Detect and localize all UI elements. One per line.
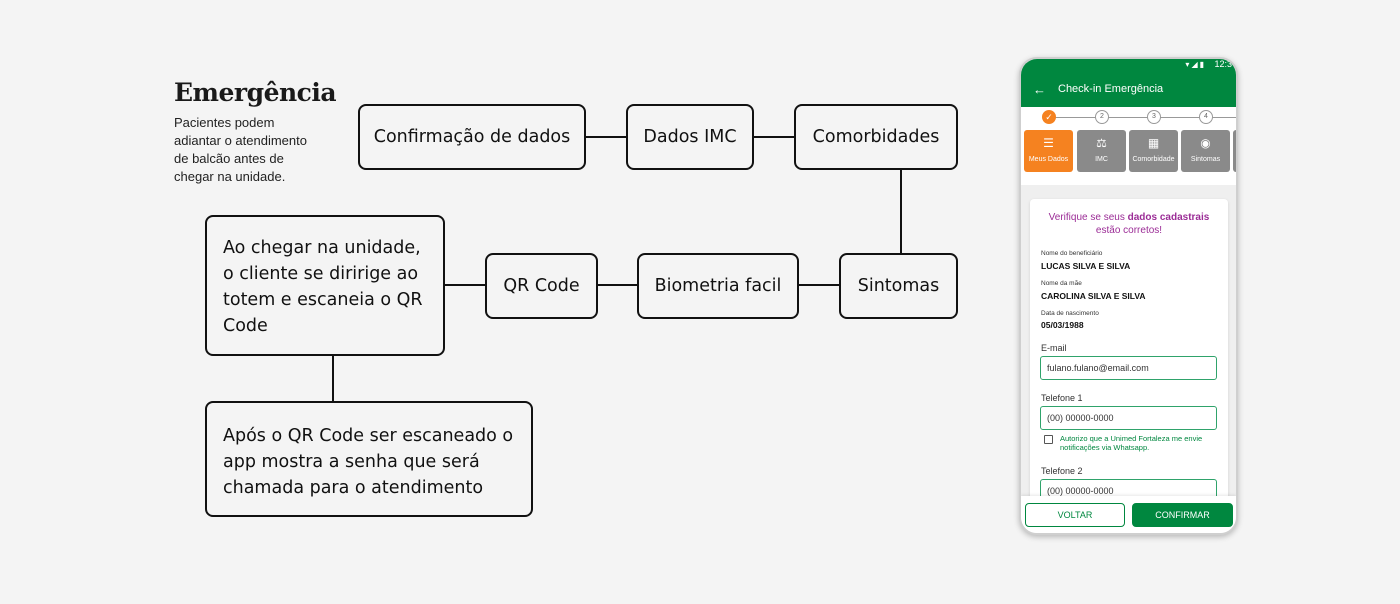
telefone1-field[interactable]: (00) 00000-0000 <box>1040 406 1217 430</box>
whatsapp-checkbox[interactable] <box>1044 435 1053 444</box>
tab-label: IMC <box>1095 156 1108 163</box>
connector-line <box>332 354 334 403</box>
connector-line <box>596 284 639 286</box>
nascimento-value: 05/03/1988 <box>1041 320 1084 330</box>
verify-prefix: Verifique se seus <box>1048 212 1128 223</box>
node-sintomas: Sintomas <box>839 253 958 319</box>
connector-line <box>900 168 902 255</box>
verify-bold: dados cadastrais <box>1127 212 1210 223</box>
tab-sintomas[interactable]: ◉ Sintomas <box>1181 130 1230 172</box>
tab-imc[interactable]: ⚖ IMC <box>1077 130 1126 172</box>
confirmar-button[interactable]: CONFIRMAR <box>1132 503 1233 527</box>
node-label: Comorbidades <box>812 127 940 147</box>
node-label: Confirmação de dados <box>373 127 571 147</box>
beneficiario-label: Nome do beneficiário <box>1041 250 1103 257</box>
telefone1-label: Telefone 1 <box>1041 393 1083 403</box>
signal-icons: ▾◢▮ <box>1185 60 1206 69</box>
app-bar: ← Check-in Emergência <box>1021 71 1236 107</box>
back-arrow-icon[interactable]: ← <box>1033 81 1046 97</box>
node-comorbidades: Comorbidades <box>794 104 958 170</box>
voltar-button[interactable]: VOLTAR <box>1025 503 1125 527</box>
verify-suffix: estão corretos! <box>1095 225 1163 236</box>
page-description: Pacientes podem adiantar o atendimento d… <box>174 115 307 184</box>
step-2: 2 <box>1095 110 1109 124</box>
footer-actions: VOLTAR CONFIRMAR <box>1021 496 1236 533</box>
connector-line <box>752 136 796 138</box>
tab-next-partial[interactable] <box>1233 130 1236 172</box>
step-tabs: ☰ Meus Dados ⚖ IMC ▦ Comorbidade ◉ Sinto… <box>1021 130 1236 172</box>
node-label: Ao chegar na unidade, o cliente se dirir… <box>223 238 423 336</box>
node-confirmacao-dados: Confirmação de dados <box>358 104 586 170</box>
form-card: Verifique se seus dados cadastrais estão… <box>1030 199 1228 519</box>
node-qr-code: QR Code <box>485 253 598 319</box>
beneficiario-value: LUCAS SILVA E SILVA <box>1041 261 1131 271</box>
node-label: Dados IMC <box>643 127 737 147</box>
connector-line <box>443 284 487 286</box>
status-time: 12:3 <box>1214 59 1232 69</box>
mae-value: CAROLINA SILVA E SILVA <box>1041 291 1146 301</box>
node-dados-imc: Dados IMC <box>626 104 754 170</box>
app-title: Check-in Emergência <box>1058 83 1164 95</box>
email-label: E-mail <box>1041 343 1067 353</box>
scale-icon: ⚖ <box>1096 136 1107 150</box>
tab-label: Sintomas <box>1190 156 1221 163</box>
step-4: 4 <box>1199 110 1213 124</box>
phone-mockup: ▾◢▮ 12:3 ← Check-in Emergência ✓ 2 3 4 ☰… <box>1019 57 1238 535</box>
node-biometria: Biometria facil <box>637 253 799 319</box>
status-bar: ▾◢▮ 12:3 <box>1021 59 1236 71</box>
nascimento-label: Data de nascimento <box>1041 310 1099 317</box>
node-label: Após o QR Code ser escaneado o app mostr… <box>223 426 514 498</box>
connector-line <box>797 284 841 286</box>
node-label: Biometria facil <box>654 276 782 296</box>
node-apos-qr: Após o QR Code ser escaneado o app mostr… <box>205 401 533 517</box>
tab-comorbidade[interactable]: ▦ Comorbidade <box>1129 130 1178 172</box>
whatsapp-consent-text: Autorizo que a Unimed Fortaleza me envie… <box>1060 434 1203 452</box>
node-label: Sintomas <box>857 276 940 296</box>
stepper-line <box>1049 117 1236 118</box>
tab-label: Comorbidade <box>1132 156 1175 163</box>
page-title: Emergência <box>174 78 337 107</box>
verify-message: Verifique se seus dados cadastrais estão… <box>1030 211 1228 237</box>
tab-meus-dados[interactable]: ☰ Meus Dados <box>1024 130 1073 172</box>
symptom-icon: ◉ <box>1200 136 1211 150</box>
form-area: Verifique se seus dados cadastrais estão… <box>1021 185 1236 519</box>
email-field[interactable]: fulano.fulano@email.com <box>1040 356 1217 380</box>
node-label: QR Code <box>503 276 580 296</box>
list-icon: ☰ <box>1043 136 1054 150</box>
medicine-icon: ▦ <box>1147 136 1160 150</box>
tab-label: Meus Dados <box>1028 156 1069 163</box>
step-done-check-icon: ✓ <box>1042 110 1056 124</box>
node-chegar-unidade: Ao chegar na unidade, o cliente se dirir… <box>205 215 445 356</box>
step-3: 3 <box>1147 110 1161 124</box>
telefone2-label: Telefone 2 <box>1041 466 1083 476</box>
mae-label: Nome da mãe <box>1041 280 1082 287</box>
stepper: ✓ 2 3 4 <box>1021 107 1236 127</box>
connector-line <box>584 136 628 138</box>
